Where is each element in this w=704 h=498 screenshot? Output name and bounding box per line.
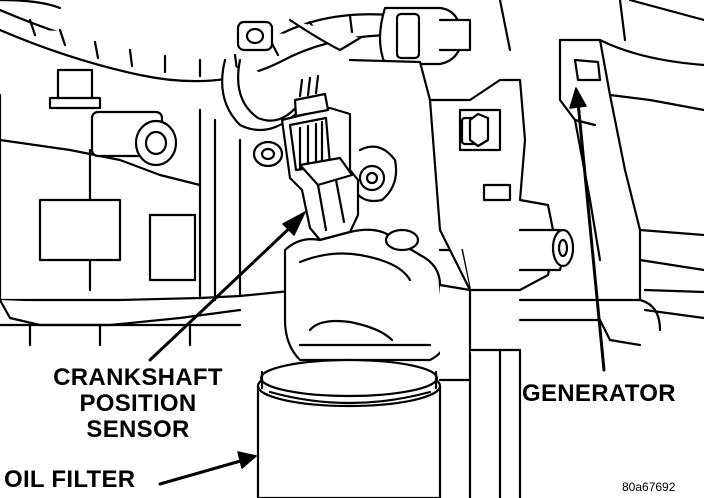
crankshaft-label-line-1: CRANKSHAFT (53, 364, 223, 391)
crankshaft-position-sensor (280, 74, 360, 242)
oil-filter-adapter (283, 228, 662, 498)
generator-arrowhead (569, 87, 587, 109)
oil-filter-leader (158, 458, 246, 486)
crankshaft-sensor-leader (148, 220, 298, 362)
generator-label: GENERATOR (522, 380, 676, 407)
crankshaft-label-line-3: SENSOR (86, 416, 190, 443)
crankshaft-label-line-2: POSITION (79, 390, 197, 417)
generator-leader (576, 100, 606, 372)
arrowheads (237, 87, 587, 469)
sensor-mount (348, 58, 575, 292)
engine-block (0, 93, 302, 347)
oil-filter (256, 358, 442, 498)
figure-code: 80a67692 (622, 480, 676, 494)
crankshaft-arrowhead (282, 211, 306, 236)
crankshaft-position-sensor-label: CRANKSHAFT POSITION SENSOR (38, 366, 238, 444)
leader-lines (148, 100, 606, 486)
oil-filter-label: OIL FILTER (4, 466, 136, 493)
wiring-harness (0, 0, 512, 132)
oil-filter-arrowhead (237, 451, 257, 469)
generator-housing (558, 0, 704, 320)
